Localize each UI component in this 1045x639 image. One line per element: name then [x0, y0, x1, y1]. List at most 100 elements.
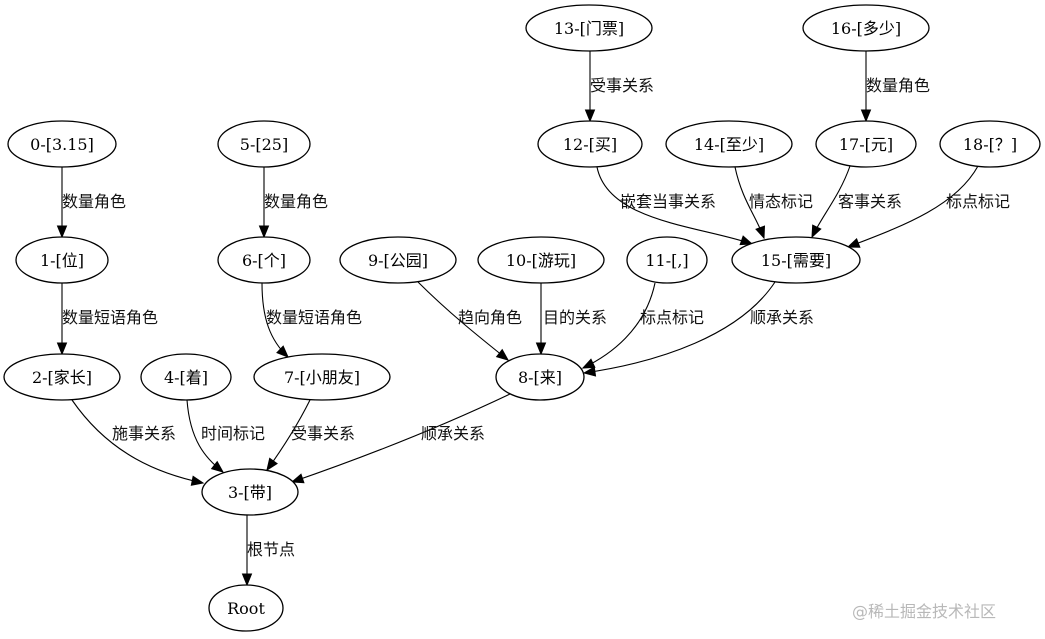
- edge-n18-n15: 标点标记: [846, 165, 1010, 248]
- edge-label: 顺承关系: [750, 308, 814, 327]
- edge-n8-n3: 顺承关系: [290, 393, 511, 484]
- node-n6: 6-[个]: [217, 236, 311, 284]
- node-label: 5-[25]: [240, 135, 288, 154]
- edge-label: 数量角色: [264, 192, 328, 211]
- node-label: 14-[至少]: [694, 135, 764, 154]
- node-label: 11-[,]: [645, 251, 688, 270]
- node-ellipse: [253, 353, 391, 401]
- edge-label: 标点标记: [640, 308, 704, 327]
- nodes-layer: 0-[3.15] 1-[位] 2-[家长] 3-[带] 4-[着] 5-[25] 6-[个]…: [3, 4, 1041, 632]
- node-n8: 8-[来]: [495, 353, 585, 401]
- node-label: 10-[游玩]: [506, 251, 576, 270]
- node-n1: 1-[位]: [15, 236, 109, 284]
- arrowhead-icon: [210, 460, 225, 473]
- node-root: Root: [208, 584, 284, 632]
- edge-n16-n17: 数量角色: [860, 51, 930, 123]
- node-n13: 13-[门票]: [525, 4, 653, 52]
- node-ellipse: [217, 120, 311, 168]
- node-n11: 11-[,]: [626, 236, 708, 284]
- watermark: @稀土掘金技术社区: [852, 602, 997, 621]
- edge-label: 受事关系: [590, 76, 654, 95]
- arrowhead-icon: [584, 109, 596, 123]
- edge-label: 客事关系: [838, 192, 902, 211]
- node-n2: 2-[家长]: [3, 353, 121, 401]
- node-ellipse: [802, 4, 930, 52]
- node-label: 13-[门票]: [554, 19, 624, 38]
- edge-label: 施事关系: [112, 424, 176, 443]
- node-ellipse: [939, 120, 1041, 168]
- edge-label: 趋向角色: [458, 308, 522, 327]
- node-label: 8-[来]: [518, 368, 562, 387]
- node-n17: 17-[元]: [815, 120, 917, 168]
- edge-label: 受事关系: [291, 424, 355, 443]
- node-n16: 16-[多少]: [802, 4, 930, 52]
- edge-line: [847, 165, 979, 248]
- arrowhead-icon: [290, 473, 305, 484]
- node-label: 2-[家长]: [32, 368, 92, 387]
- edge-label: 数量角色: [62, 192, 126, 211]
- edge-n12-n15: 嵌套当事关系: [596, 166, 754, 246]
- edge-label: 数量短语角色: [266, 308, 362, 327]
- node-n15: 15-[需要]: [731, 236, 861, 284]
- node-label: 17-[元]: [839, 135, 893, 154]
- node-ellipse: [815, 120, 917, 168]
- node-label: 3-[带]: [228, 483, 272, 502]
- node-ellipse: [208, 584, 284, 632]
- arrowhead-icon: [846, 237, 861, 248]
- edge-line: [71, 399, 204, 484]
- node-label: 16-[多少]: [831, 19, 901, 38]
- arrowhead-icon: [582, 366, 597, 377]
- arrowhead-icon: [739, 235, 754, 246]
- node-ellipse: [537, 120, 643, 168]
- node-label: 0-[3.15]: [30, 135, 94, 154]
- node-label: 6-[个]: [242, 251, 286, 270]
- node-ellipse: [7, 120, 117, 168]
- edge-n1-n2: 数量短语角色: [56, 283, 158, 356]
- edge-n6-n7: 数量短语角色: [261, 282, 362, 358]
- node-ellipse: [140, 353, 232, 401]
- node-ellipse: [665, 120, 793, 168]
- node-n3: 3-[带]: [201, 468, 299, 516]
- edge-label: 情态标记: [749, 192, 813, 211]
- node-ellipse: [626, 236, 708, 284]
- edge-n9-n8: 趋向角色: [417, 281, 522, 361]
- edge-n15-n8: 顺承关系: [582, 281, 814, 377]
- node-label: 4-[着]: [164, 368, 208, 387]
- edge-label: 时间标记: [201, 424, 265, 443]
- node-n10: 10-[游玩]: [477, 236, 605, 284]
- node-n14: 14-[至少]: [665, 120, 793, 168]
- edge-label: 嵌套当事关系: [620, 192, 716, 211]
- arrowhead-icon: [581, 358, 596, 369]
- edge-n5-n6: 数量角色: [258, 167, 328, 239]
- edge-n10-n8: 目的关系: [535, 283, 607, 356]
- arrowhead-icon: [860, 109, 872, 123]
- edges-layer: 数量角色数量短语角色数量角色数量短语角色受事关系数量角色嵌套当事关系情态标记客事…: [56, 51, 1010, 587]
- arrowhead-icon: [241, 573, 253, 587]
- edge-label: 目的关系: [543, 308, 607, 327]
- arrowhead-icon: [258, 225, 270, 239]
- node-n7: 7-[小朋友]: [253, 353, 391, 401]
- node-label: Root: [227, 599, 265, 618]
- arrowhead-icon: [535, 342, 547, 356]
- edge-n7-n3: 受事关系: [266, 399, 355, 472]
- arrowhead-icon: [811, 224, 822, 239]
- node-n18: 18-[？]: [939, 120, 1041, 168]
- node-n12: 12-[买]: [537, 120, 643, 168]
- edge-label: 标点标记: [946, 192, 1010, 211]
- edge-label: 顺承关系: [421, 424, 485, 443]
- arrowhead-icon: [266, 457, 278, 472]
- node-n4: 4-[着]: [140, 353, 232, 401]
- edge-n4-n3: 时间标记: [186, 399, 265, 473]
- node-n9: 9-[公园]: [339, 236, 457, 284]
- arrowhead-icon: [190, 475, 205, 486]
- edge-line: [291, 393, 511, 483]
- arrowhead-icon: [276, 345, 289, 358]
- node-ellipse: [201, 468, 299, 516]
- node-ellipse: [477, 236, 605, 284]
- node-ellipse: [339, 236, 457, 284]
- edge-n11-n8: 标点标记: [581, 282, 704, 369]
- node-label: 9-[公园]: [368, 251, 428, 270]
- node-label: 7-[小朋友]: [284, 368, 360, 387]
- edge-label: 数量短语角色: [62, 308, 158, 327]
